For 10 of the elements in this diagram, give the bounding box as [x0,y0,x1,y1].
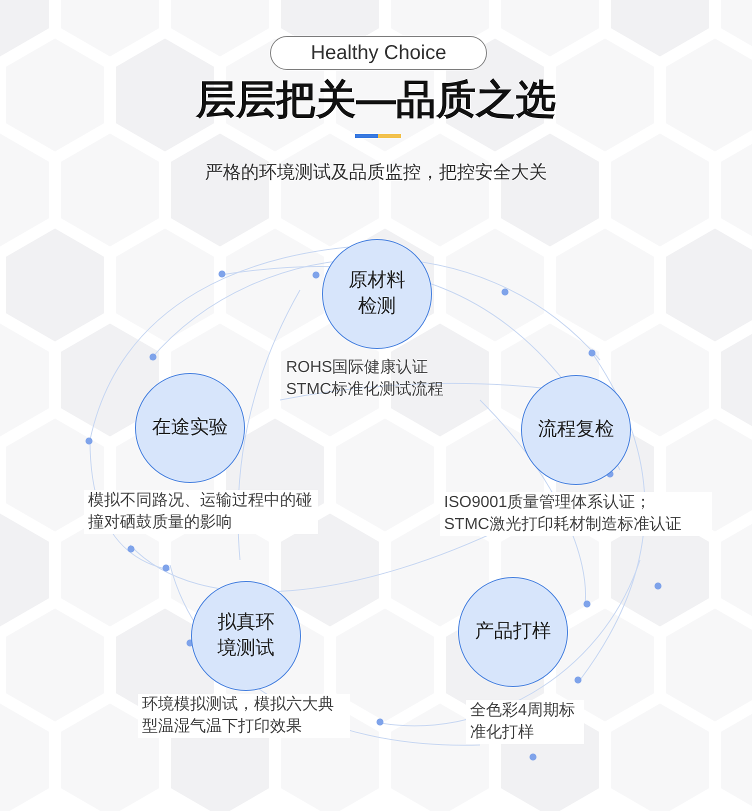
step-description: 全色彩4周期标准化打样 [470,701,576,743]
step-description: ISO9001质量管理体系认证； [444,492,652,513]
step-description: STMC激光打印耗材制造标准认证 [444,514,682,535]
step-description: ROHS国际健康认证 [286,358,430,378]
heading-pill: Healthy Choice [270,36,487,70]
step-description: STMC标准化测试流程 [286,380,444,400]
step-description: 模拟不同路况、运输过程中的碰撞对硒鼓质量的影响 [88,490,313,533]
step-description: 环境模拟测试，模拟六大典型温湿气温下打印效果 [142,694,335,737]
subtitle: 严格的环境测试及品质监控，把控安全大关 [204,161,548,184]
title: 层层把关—品质之选 [194,77,557,124]
